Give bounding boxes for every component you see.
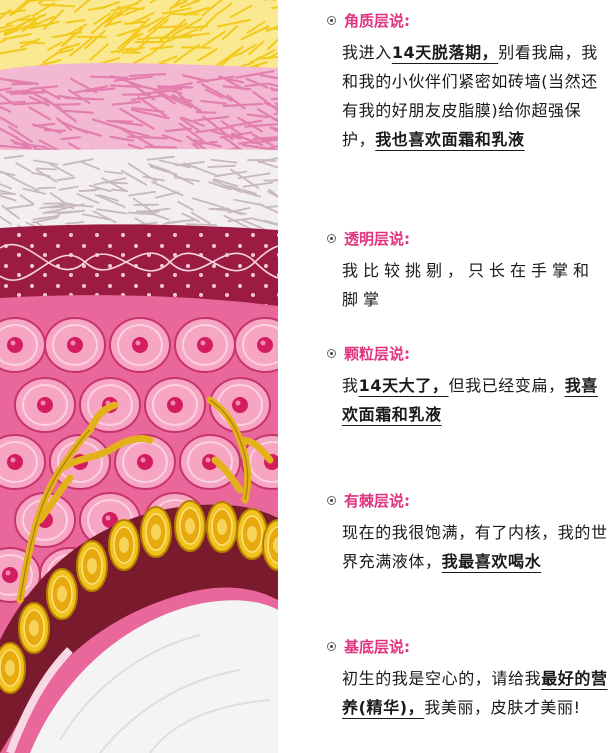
cell (234, 317, 278, 373)
basal-cell (206, 501, 238, 553)
basal-cell (174, 500, 206, 552)
dermis (30, 600, 278, 753)
layer-title-text: 颗粒层说: (344, 345, 410, 363)
emphasis-text: 我喜欢面霜和乳液 (342, 376, 598, 424)
cell (44, 317, 106, 373)
basal-cell (46, 568, 78, 620)
skin-layers-illustration (0, 0, 278, 753)
layer-block-stratum-basale: 基底层说: 初生的我是空心的，请给我最好的营养(精华)，我美丽，皮肤才美丽! (326, 636, 608, 722)
bullet-icon (327, 496, 336, 505)
emphasis-text: 最好的营养(精华)， (342, 669, 608, 717)
layer-title-text: 角质层说: (344, 12, 410, 30)
body-text: 现在的我很饱满，有了内核，我的世界充满液体， (342, 523, 608, 571)
layer-descriptions: 角质层说: 我进入14天脱落期，别看我扁，我和我的小伙伴们紧密如砖墙(当然还有我的… (326, 0, 608, 753)
layer-block-stratum-corneum: 角质层说: 我进入14天脱落期，别看我扁，我和我的小伙伴们紧密如砖墙(当然还有我的… (326, 10, 608, 154)
layer-title: 颗粒层说: (326, 343, 608, 365)
body-text: 我美丽，皮肤才美丽! (424, 698, 581, 717)
basal-cell (262, 519, 278, 571)
bullet-icon (327, 16, 336, 25)
spinosum-cells (0, 317, 278, 603)
emphasis-text: 我最喜欢喝水 (441, 552, 542, 571)
layer-description: 初生的我是空心的，请给我最好的营养(精华)，我美丽，皮肤才美丽! (326, 664, 608, 722)
lucidum-waves (0, 243, 278, 281)
bullet-icon (327, 234, 336, 243)
basal-cell (18, 602, 50, 654)
layer-title: 透明层说: (326, 228, 608, 250)
emphasis-text: 14天大了， (358, 376, 449, 395)
layer-block-stratum-lucidum: 透明层说: 我比较挑剔，只长在手掌和脚掌 (326, 228, 608, 314)
cell (14, 377, 76, 433)
layer-description: 我进入14天脱落期，别看我扁，我和我的小伙伴们紧密如砖墙(当然还有我的好朋友皮脂… (326, 38, 608, 154)
bullet-icon (327, 642, 336, 651)
cell (144, 377, 206, 433)
body-text: 初生的我是空心的，请给我 (342, 669, 542, 688)
cell (174, 317, 236, 373)
layer-title: 基底层说: (326, 636, 608, 658)
cell (179, 434, 241, 490)
layer-title-text: 基底层说: (344, 638, 410, 656)
body-text: 但我已经变扁， (448, 376, 565, 395)
layer-description: 我14天大了，但我已经变扁，我喜欢面霜和乳液 (326, 371, 608, 429)
body-text: 别看我扁，我和我的小伙伴们紧密如砖墙(当然还有我的好朋友皮脂膜)给你超强保护， (342, 43, 598, 149)
emphasis-text: 14天脱落期， (391, 43, 499, 62)
layer-description: 我比较挑剔，只长在手掌和脚掌 (326, 256, 608, 314)
basal-cell (0, 642, 26, 694)
emphasis-text: 我也喜欢面霜和乳液 (375, 130, 525, 149)
pink-fibers (0, 70, 278, 173)
layer-block-stratum-spinosum: 有棘层说: 现在的我很饱满，有了内核，我的世界充满液体，我最喜欢喝水 (326, 490, 608, 576)
layer-title: 角质层说: (326, 10, 608, 32)
body-text: 我比较挑剔，只长在手掌和脚掌 (342, 261, 595, 309)
body-text: 我 (342, 376, 359, 395)
body-text: 我进入 (342, 43, 392, 62)
cell (109, 317, 171, 373)
layer-block-stratum-granulosum: 颗粒层说: 我14天大了，但我已经变扁，我喜欢面霜和乳液 (326, 343, 608, 429)
basal-cell (76, 540, 108, 592)
cell (0, 317, 46, 373)
basale-band (0, 504, 278, 753)
cell (0, 434, 46, 490)
basal-cells (0, 500, 278, 694)
layer-description: 现在的我很饱满，有了内核，我的世界充满液体，我最喜欢喝水 (326, 518, 608, 576)
layer-title-text: 有棘层说: (344, 492, 410, 510)
bullet-icon (327, 349, 336, 358)
basal-cell (140, 506, 172, 558)
basal-cell (236, 508, 268, 560)
layer-title: 有棘层说: (326, 490, 608, 512)
layer-title-text: 透明层说: (344, 230, 410, 248)
basal-cell (108, 519, 140, 571)
corneum-white (0, 149, 278, 236)
